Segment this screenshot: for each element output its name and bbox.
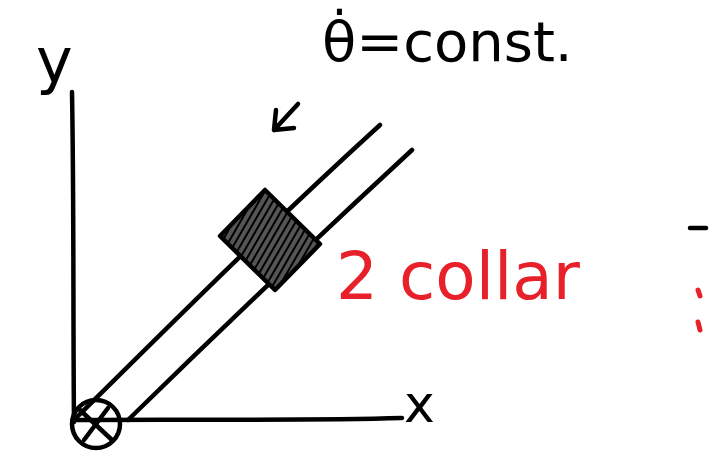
collar [220, 190, 320, 290]
rod-edge [76, 125, 380, 418]
rotation-arrow [274, 104, 298, 130]
pivot-cross [80, 408, 112, 440]
x-axis [74, 418, 402, 420]
axis-label: y [36, 30, 73, 92]
cut-mark [698, 290, 700, 330]
part-label: 2 collar [336, 244, 580, 310]
angular-rate-note: θ̇=const. [322, 14, 573, 70]
cut-mark [690, 226, 706, 231]
axis-label: x [404, 378, 435, 430]
y-axis [72, 92, 74, 422]
pivot-circle [72, 400, 120, 448]
